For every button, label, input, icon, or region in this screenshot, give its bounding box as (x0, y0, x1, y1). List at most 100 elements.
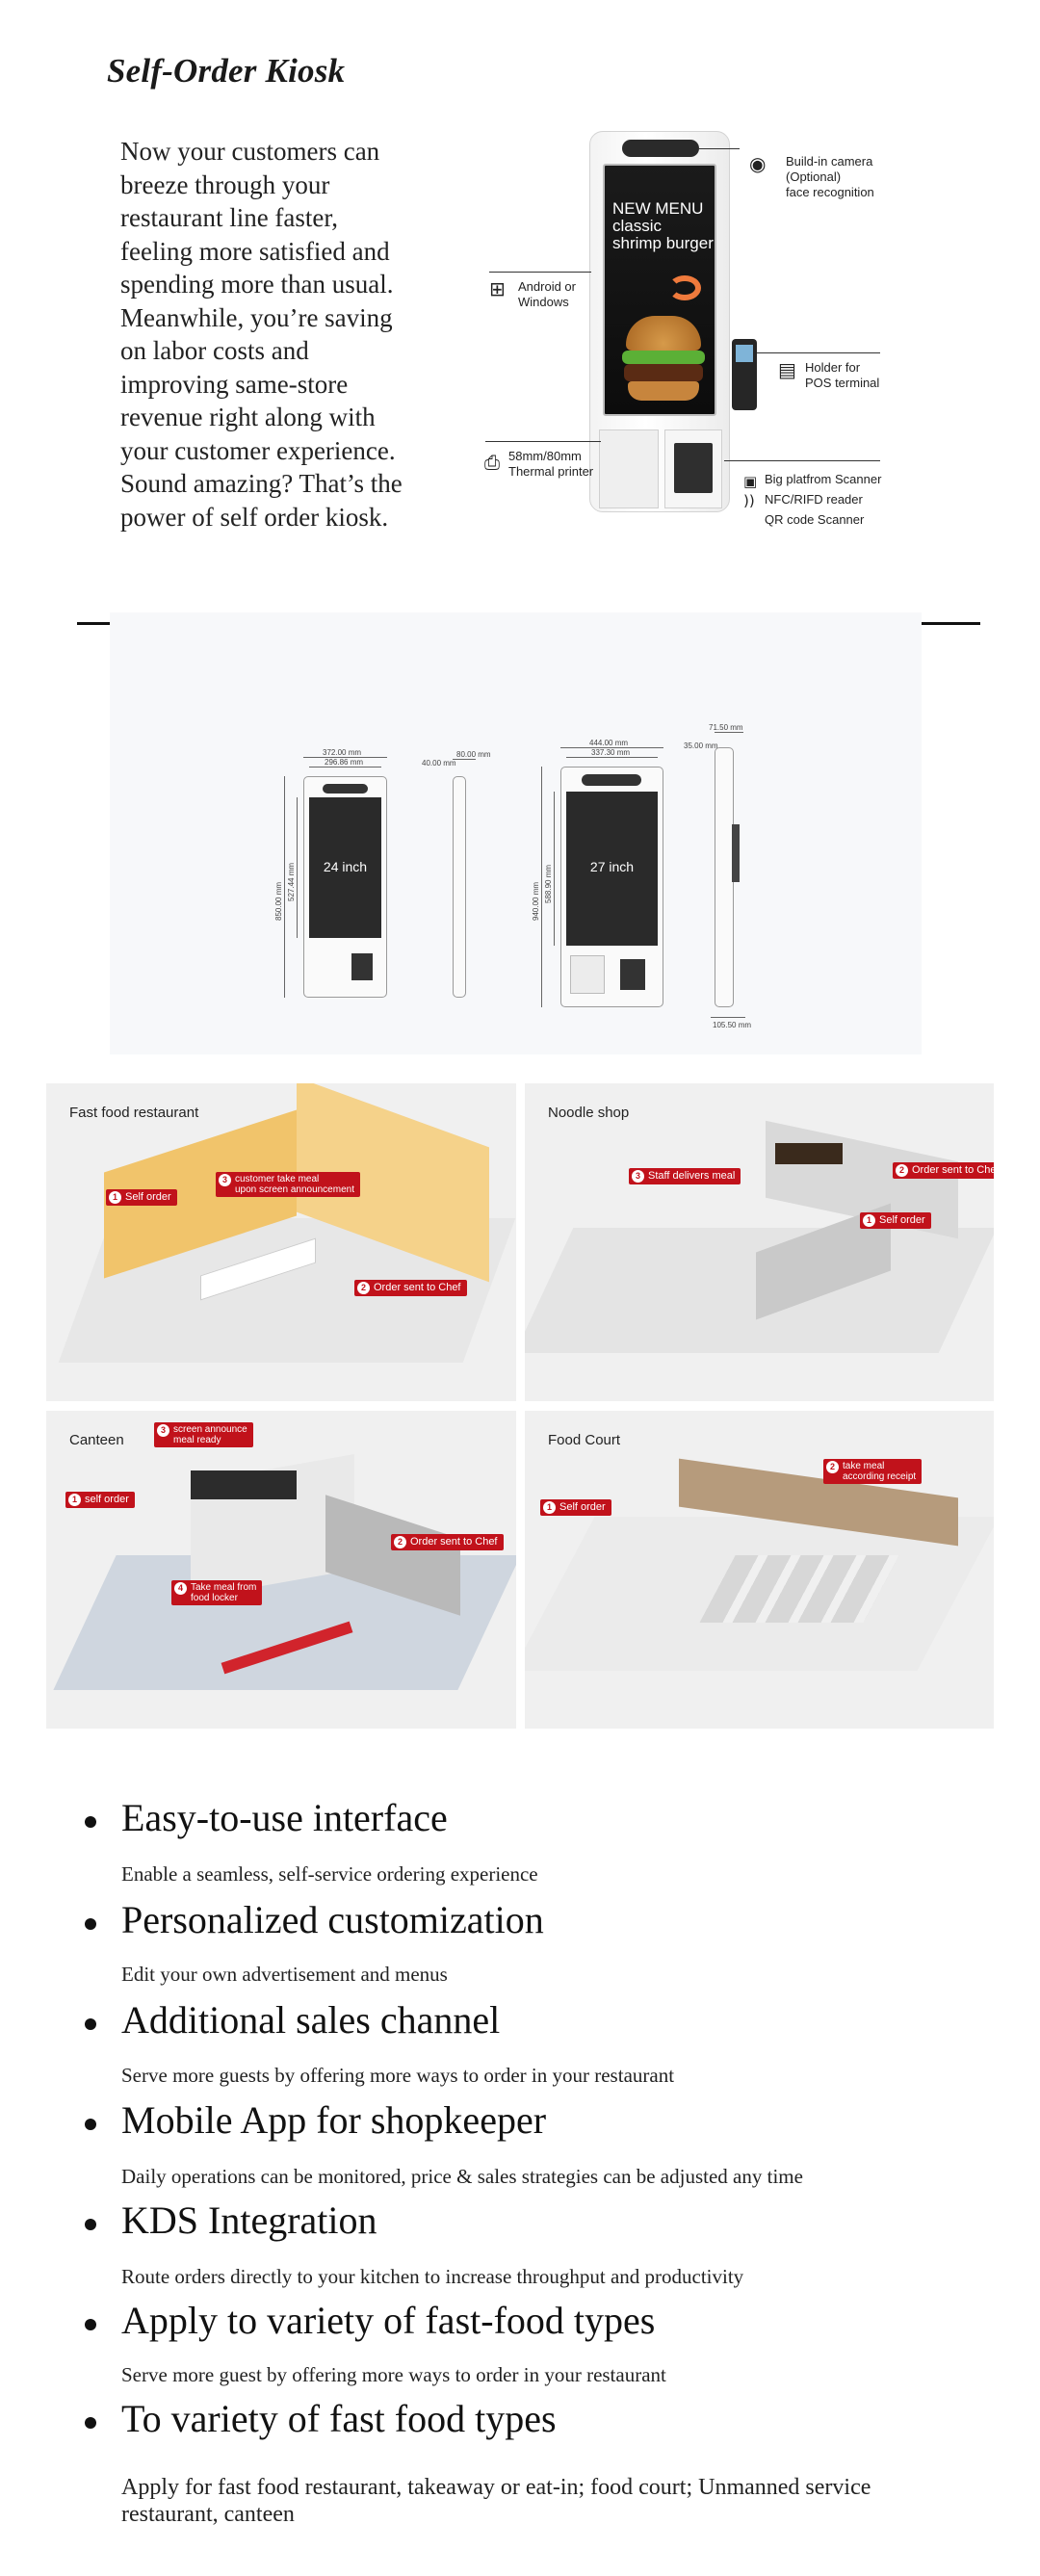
dim-line (566, 757, 658, 758)
dim-label: 296.86 mm (325, 758, 364, 767)
burger-patty (624, 364, 703, 381)
scene-title: Food Court (548, 1432, 621, 1448)
kiosk-24-camera (323, 784, 368, 794)
dim-label: 105.50 mm (713, 1021, 752, 1029)
printer-icon: ⎙ (484, 451, 500, 474)
feature-description: Route orders directly to your kitchen to… (121, 2265, 744, 2288)
tag-text: Self order (559, 1501, 606, 1513)
scene-title: Noodle shop (548, 1105, 630, 1121)
kiosk-camera-bar (622, 140, 699, 157)
scene-tag: 2 Order sent to Chef (893, 1162, 994, 1179)
screen-size-label: 27 inch (589, 859, 635, 875)
dim-label: 444.00 mm (589, 739, 629, 747)
menu-board (775, 1143, 843, 1164)
pos-terminal-screen (736, 345, 753, 362)
printer-callout: 58mm/80mm Thermal printer (508, 449, 593, 480)
intro-line: power of self order kiosk. (120, 502, 389, 532)
tag-number: 1 (109, 1191, 121, 1204)
intro-paragraph: Now your customers can breeze through yo… (120, 135, 448, 533)
dim-label: 527.44 mm (287, 862, 296, 901)
tag-number: 1 (68, 1494, 81, 1506)
dim-line (711, 1017, 745, 1018)
tag-number: 2 (394, 1536, 406, 1548)
dim-line (297, 797, 298, 938)
tag-text: Order sent to Chef (374, 1282, 461, 1293)
callout-line: POS terminal (805, 376, 880, 390)
dim-label: 337.30 mm (591, 748, 631, 757)
leader-line (489, 272, 591, 273)
feature-heading: KDS Integration (121, 2199, 377, 2242)
leader-line (724, 460, 880, 461)
menu-line: classic (612, 217, 663, 235)
callout-line: Holder for (805, 360, 861, 375)
kiosk-scanner (674, 443, 713, 493)
kiosk-27-pos-holder (732, 824, 740, 882)
scene-title: Fast food restaurant (69, 1105, 199, 1121)
burger-bun-top (626, 316, 701, 351)
bullet-icon (85, 1816, 96, 1828)
pos-callout: Holder for POS terminal (805, 360, 879, 391)
tag-number: 2 (357, 1282, 370, 1294)
tag-number: 1 (543, 1501, 556, 1514)
dim-line (554, 792, 555, 946)
feature-heading: Additional sales channel (121, 1998, 501, 2042)
tag-text: Order sent to Chef (912, 1164, 994, 1176)
intro-line: feeling more satisfied and (120, 236, 390, 266)
nfc-icon: )) (743, 492, 755, 509)
screen-size-label: 24 inch (323, 859, 368, 875)
intro-line: Sound amazing? That’s the (120, 469, 403, 498)
callout-line: face recognition (786, 185, 874, 199)
dim-label: 588.90 mm (544, 864, 553, 903)
windows-icon: ⊞ (489, 277, 506, 300)
callout-line: (Optional) (786, 169, 842, 184)
feature-description: Enable a seamless, self-service ordering… (121, 1862, 538, 1886)
bullet-icon (85, 1918, 96, 1930)
tag-number: 2 (896, 1164, 908, 1177)
burger-lettuce (622, 351, 705, 364)
intro-line: improving same-store (120, 369, 349, 399)
shrimp-image (668, 275, 701, 300)
camera-callout: Build-in camera (Optional) face recognit… (786, 154, 874, 200)
tag-number: 1 (863, 1214, 875, 1227)
kiosk-printer-panel (599, 429, 659, 508)
kiosk-screen-text: NEW MENU classic shrimp burger (612, 200, 714, 252)
dim-label: 850.00 mm (274, 881, 283, 921)
announce-screen (191, 1470, 297, 1499)
dim-line (309, 767, 381, 768)
kiosk-27-printer (570, 955, 605, 994)
kiosk-24-screen: 24 inch (309, 797, 381, 938)
camera-icon: ◉ (749, 152, 767, 175)
dim-line (453, 759, 476, 760)
feature-heading: To variety of fast food types (121, 2397, 557, 2440)
feature-description: restaurant, canteen (121, 2502, 295, 2527)
dim-label: 35.00 mm (684, 742, 718, 750)
intro-line: breeze through your (120, 169, 330, 199)
intro-line: Meanwhile, you’re saving (120, 302, 393, 332)
scene-tag: 1 self order (65, 1492, 135, 1508)
leader-line (485, 441, 601, 442)
scanner-icon: ▣ (743, 473, 758, 490)
callout-line: Windows (518, 295, 569, 309)
tag-number: 3 (157, 1424, 169, 1437)
burger-bun-bottom (628, 381, 699, 401)
bullet-icon (85, 2219, 96, 2230)
feature-heading: Apply to variety of fast-food types (121, 2299, 656, 2342)
kiosk-27-side (715, 747, 734, 1007)
dim-line (303, 757, 387, 758)
callout-line: Android or (518, 279, 576, 294)
tag-text: self order (85, 1494, 129, 1505)
dim-line (715, 732, 743, 733)
scanner-callout: Big platfrom Scanner (765, 472, 882, 486)
scene-tag: 2 Order sent to Chef (354, 1280, 467, 1296)
scene-title: Canteen (69, 1432, 124, 1448)
